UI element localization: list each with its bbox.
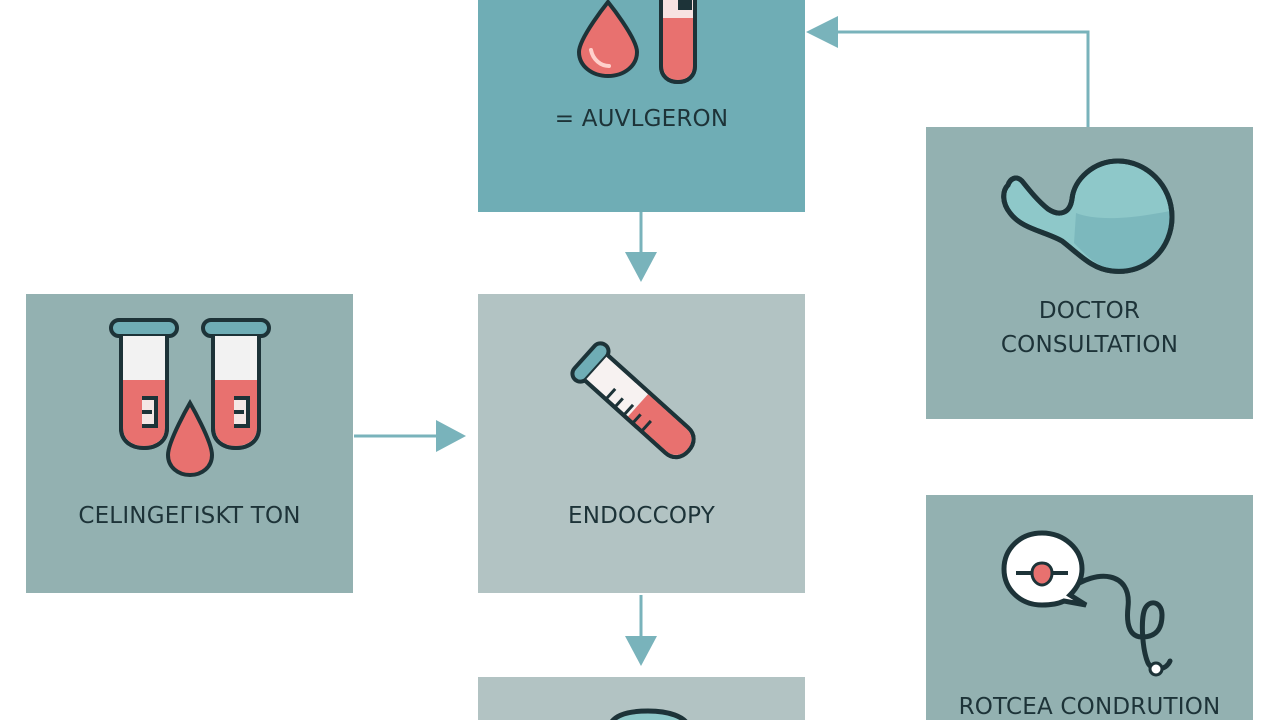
blood-drop-icon — [165, 399, 215, 478]
node-bottom-right: ROTCEA CONDRUTION — [926, 495, 1253, 720]
node-top: = AUVLGERON — [478, 0, 805, 212]
test-tube-icon — [570, 341, 696, 460]
blood-drop-icon — [576, 0, 640, 79]
node-center-label: ENDOCCOPY — [568, 503, 715, 529]
arrow-center-to-bottom — [625, 595, 657, 666]
arrow-doctor-to-top — [806, 16, 1090, 127]
test-tube-icon — [659, 0, 697, 84]
node-bottom-right-label: ROTCEA CONDRUTION — [958, 694, 1221, 720]
node-doctor-label-line2: CONSULTATION — [1000, 332, 1179, 358]
node-center: ENDOCCOPY — [478, 294, 805, 593]
node-top-label: = AUVLGERON — [554, 106, 729, 132]
arrow-left-to-center — [354, 420, 466, 452]
node-doctor-consultation: DOCTOR CONSULTATION — [926, 127, 1253, 419]
node-doctor-label-line1: DOCTOR — [1038, 298, 1141, 324]
stomach-icon — [1001, 158, 1175, 274]
stethoscope-icon — [1067, 573, 1173, 677]
arrow-top-to-center — [625, 212, 657, 282]
speech-bubble-icon — [1001, 530, 1088, 608]
node-left-label: CELINGEГISKT TON — [78, 503, 301, 529]
partial-icon — [610, 708, 688, 720]
node-left: CELINGEГISKT TON — [26, 294, 353, 593]
test-tubes-icon — [109, 318, 271, 451]
node-bottom — [478, 677, 805, 720]
